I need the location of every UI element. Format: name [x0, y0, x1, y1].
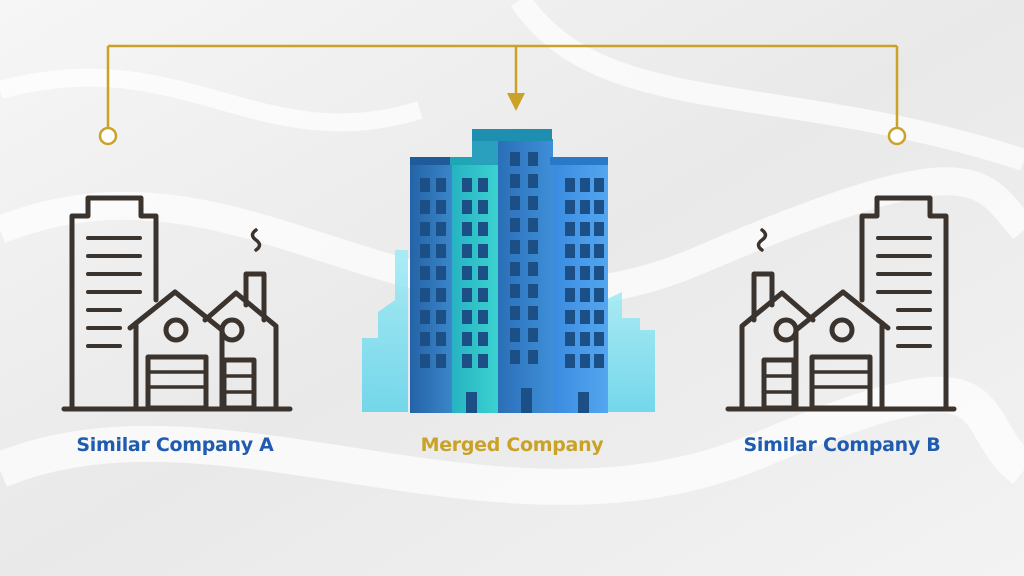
window [528, 174, 538, 188]
window [580, 332, 590, 346]
window [510, 350, 520, 364]
window [528, 262, 538, 276]
window [462, 200, 472, 214]
window [462, 222, 472, 236]
window [478, 222, 488, 236]
merged-company-icon [362, 129, 655, 413]
window [528, 350, 538, 364]
window [478, 200, 488, 214]
window [478, 266, 488, 280]
tower-windows [420, 152, 604, 368]
window [594, 332, 604, 346]
window [580, 288, 590, 302]
window [565, 310, 575, 324]
window [462, 244, 472, 258]
window [420, 332, 430, 346]
connector-lines [106, 44, 899, 128]
window [436, 222, 446, 236]
window [462, 288, 472, 302]
window [462, 310, 472, 324]
window [436, 310, 446, 324]
window [436, 178, 446, 192]
company-a-icon [61, 195, 293, 412]
window [510, 240, 520, 254]
window [420, 354, 430, 368]
window [565, 178, 575, 192]
window [420, 178, 430, 192]
window [436, 332, 446, 346]
window [580, 310, 590, 324]
window [510, 262, 520, 276]
window [510, 152, 520, 166]
window [528, 218, 538, 232]
connector-node-left [98, 126, 118, 146]
window [594, 288, 604, 302]
window [436, 244, 446, 258]
window [580, 200, 590, 214]
window [436, 354, 446, 368]
window [420, 244, 430, 258]
window [528, 196, 538, 210]
window [510, 306, 520, 320]
window [594, 178, 604, 192]
window [565, 354, 575, 368]
window [478, 332, 488, 346]
company-b-label: Similar Company B [743, 434, 941, 456]
window [565, 200, 575, 214]
company-b-icon [725, 195, 957, 412]
window [436, 266, 446, 280]
window [565, 222, 575, 236]
window [565, 288, 575, 302]
connector-arrowhead-icon [507, 93, 525, 111]
window [528, 328, 538, 342]
window [510, 284, 520, 298]
window [594, 310, 604, 324]
window [594, 244, 604, 258]
window [528, 240, 538, 254]
window [594, 266, 604, 280]
window [594, 200, 604, 214]
window [565, 266, 575, 280]
window [580, 178, 590, 192]
window [462, 332, 472, 346]
merged-company-label: Merged Company [420, 434, 604, 456]
window [420, 310, 430, 324]
window [594, 354, 604, 368]
window [510, 328, 520, 342]
window [420, 200, 430, 214]
window [478, 244, 488, 258]
company-a-label: Similar Company A [76, 434, 274, 456]
window [565, 332, 575, 346]
window [565, 244, 575, 258]
window [528, 284, 538, 298]
window [580, 354, 590, 368]
window [420, 288, 430, 302]
window [510, 218, 520, 232]
window [594, 222, 604, 236]
window [478, 178, 488, 192]
window [580, 244, 590, 258]
window [510, 174, 520, 188]
window [436, 200, 446, 214]
window [478, 354, 488, 368]
window [478, 310, 488, 324]
window [580, 222, 590, 236]
window [510, 196, 520, 210]
window [462, 178, 472, 192]
connector-node-right [887, 126, 907, 146]
window [528, 152, 538, 166]
window [436, 288, 446, 302]
window [420, 222, 430, 236]
window [580, 266, 590, 280]
window [462, 266, 472, 280]
window [420, 266, 430, 280]
window [528, 306, 538, 320]
window [478, 288, 488, 302]
window [462, 354, 472, 368]
skyline-background [362, 250, 655, 412]
